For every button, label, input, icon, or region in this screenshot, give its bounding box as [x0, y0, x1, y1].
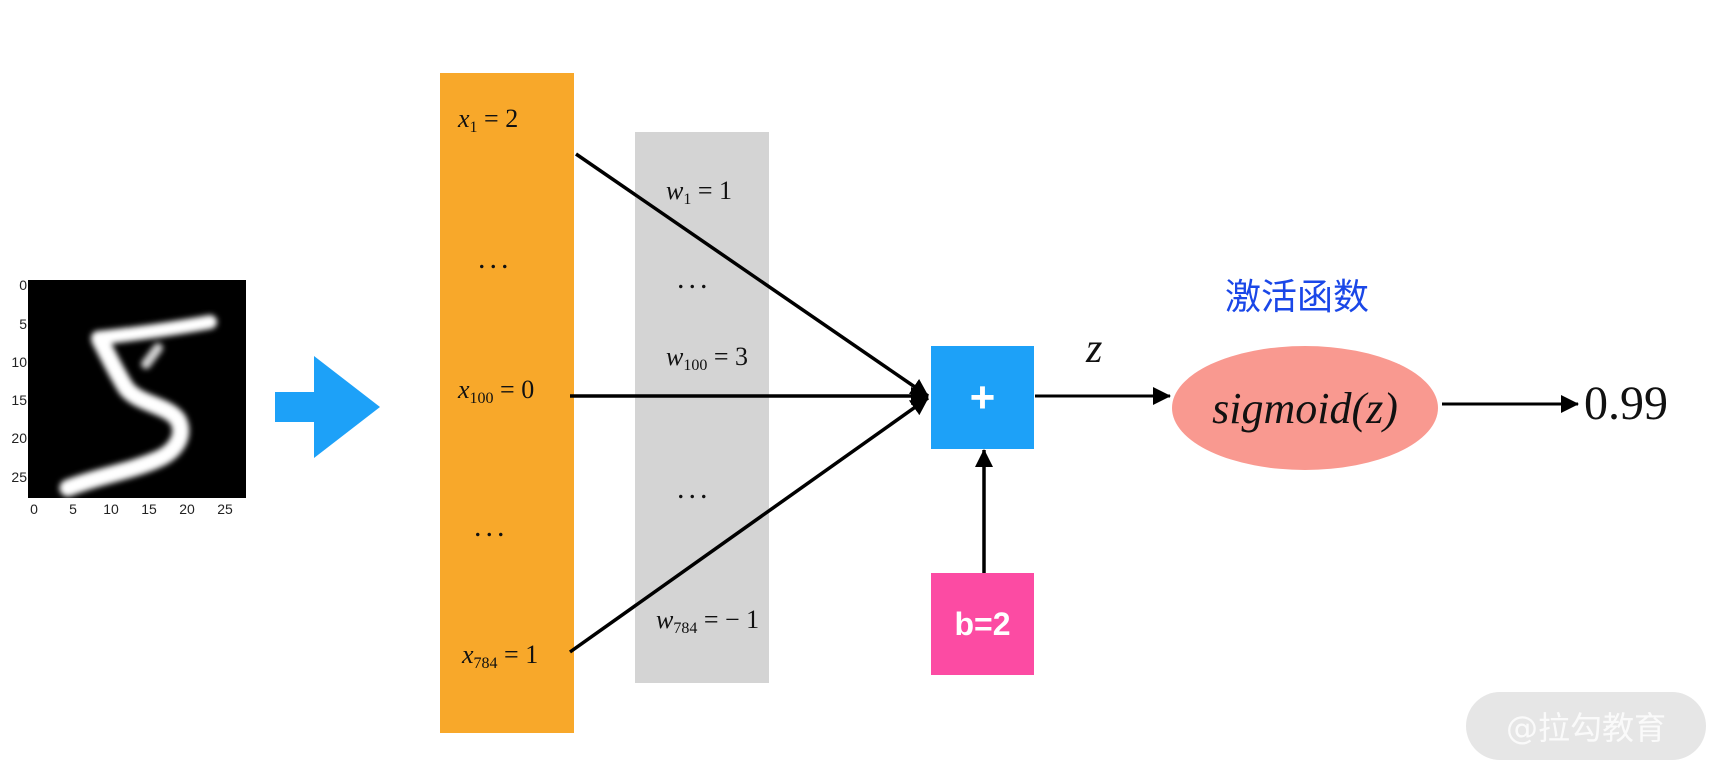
x-tick-15: 15	[141, 501, 157, 517]
x-tick-0: 0	[30, 501, 38, 517]
edge-x1-to-sum	[575, 152, 929, 398]
weight-w1-label: w1 = 1	[666, 176, 733, 208]
x-tick-25: 25	[217, 501, 233, 517]
input-x784-label: x784 = 1	[462, 640, 539, 672]
y-tick-20: 20	[11, 430, 27, 446]
input-x1-label: x1 = 2	[458, 104, 519, 136]
y-tick-25: 25	[11, 469, 27, 485]
z-label: z	[1086, 326, 1103, 372]
y-tick-10: 10	[11, 354, 27, 370]
input-ellipsis-bottom: ...	[474, 510, 509, 543]
input-vector-column	[440, 73, 574, 733]
edge-x784-to-sum	[568, 396, 930, 654]
weight-ellipsis-top: ...	[677, 262, 712, 295]
x-tick-20: 20	[179, 501, 195, 517]
weight-w784-label: w784 = − 1	[656, 605, 760, 637]
output-value: 0.99	[1584, 377, 1668, 430]
weight-ellipsis-bottom: ...	[677, 472, 712, 505]
bias-node: b=2	[931, 573, 1034, 675]
input-x100-label: x100 = 0	[458, 375, 535, 407]
y-tick-15: 15	[11, 392, 27, 408]
sigmoid-node: sigmoid(z)	[1172, 346, 1438, 470]
weight-w100-label: w100 = 3	[666, 342, 749, 374]
digit-five-drawing	[59, 315, 217, 497]
activation-function-title: 激活函数	[1225, 277, 1370, 318]
sum-node: +	[931, 346, 1034, 449]
input-ellipsis-top: ...	[478, 242, 513, 275]
x-tick-10: 10	[103, 501, 119, 517]
x-tick-5: 5	[69, 501, 77, 517]
big-blue-arrow	[275, 356, 380, 458]
watermark: @拉勾教育	[1466, 692, 1706, 760]
y-tick-5: 5	[19, 316, 27, 332]
y-tick-0: 0	[19, 277, 27, 293]
mnist-digit-image	[28, 280, 246, 498]
